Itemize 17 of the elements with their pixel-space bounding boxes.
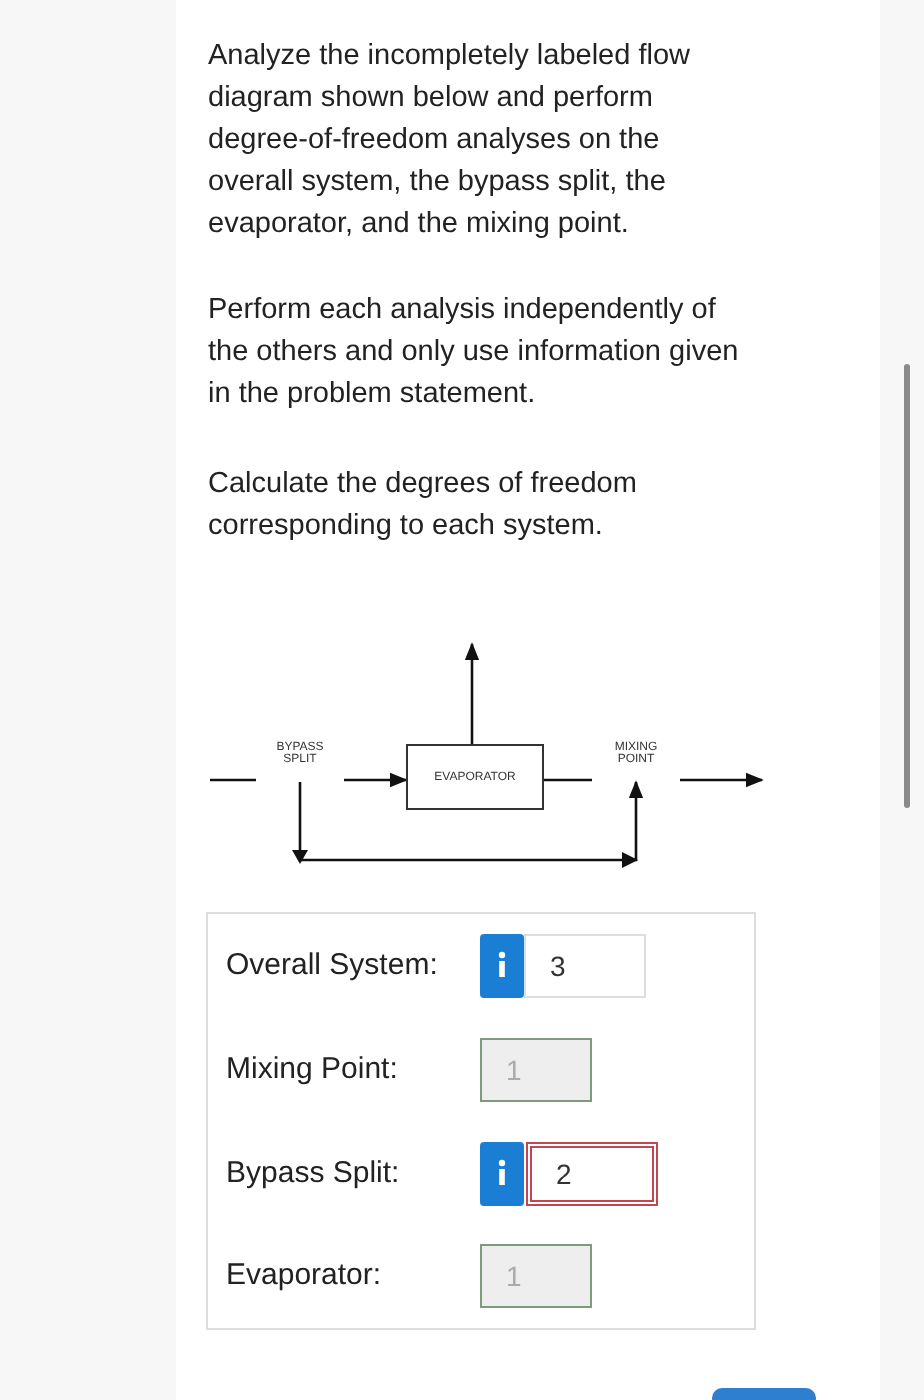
field-label: Bypass Split: [226, 1156, 400, 1190]
answer-field: 1 [480, 1244, 592, 1308]
flow-arrow [344, 772, 408, 788]
flow-arrow [464, 642, 480, 744]
flow-line [210, 778, 256, 782]
field-label: Mixing Point: [226, 1052, 398, 1086]
field-label: Evaporator: [226, 1258, 382, 1292]
flow-line [544, 778, 592, 782]
answer-field: 3 [524, 934, 646, 998]
flow-arrow [680, 772, 764, 788]
flow-arrow [298, 780, 644, 862]
answer-field: 2 [526, 1142, 658, 1206]
instruction-text: Perform each analysis independently of the others and only use information given in the problem statement. [208, 292, 741, 414]
instruction-text: Calculate the degrees of freedom corresponding to each system. [208, 466, 639, 546]
answer-field: 1 [480, 1038, 592, 1102]
field-label: Overall System: [226, 948, 438, 982]
instruction-text: Analyze the incompletely labeled flow diagram shown below and perform degree-of-freedom analyses on the overall system, the bypass split, the evaporator, and the mixing point. [208, 38, 692, 244]
